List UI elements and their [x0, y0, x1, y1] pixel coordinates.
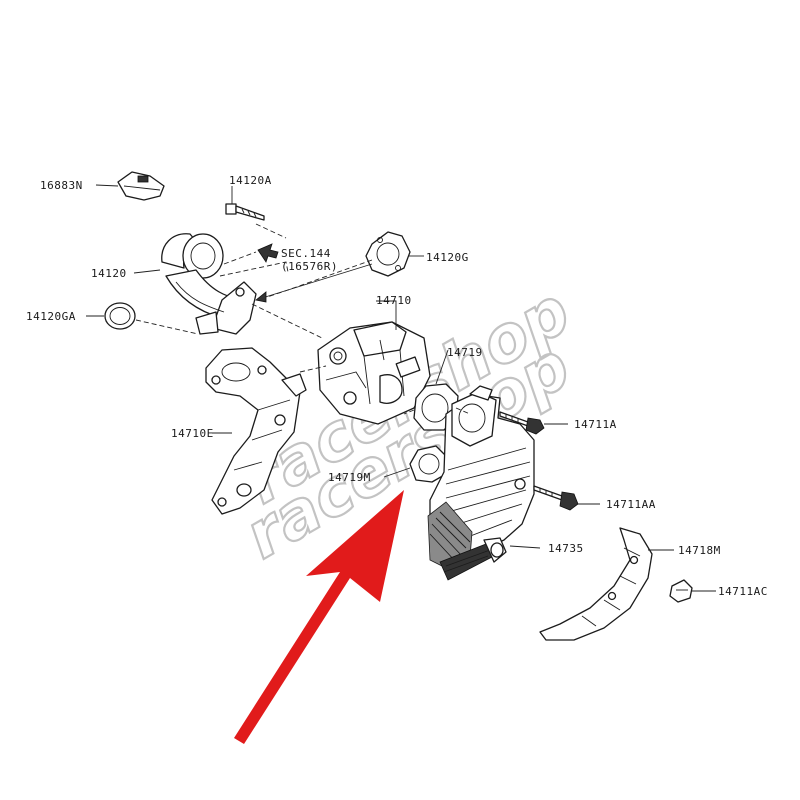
label-14120ga: 14120GA — [26, 310, 76, 323]
bolt-14120a — [225, 203, 265, 221]
clamp-16883n — [117, 171, 165, 201]
label-14710e: 14710E — [171, 427, 214, 440]
label-14120a: 14120A — [229, 174, 272, 187]
gasket-14120g — [365, 231, 411, 277]
clip-14711ac — [669, 579, 693, 603]
bolt-14711a — [499, 411, 545, 435]
bolt-14711aa — [533, 485, 579, 511]
leader-lines — [86, 184, 716, 592]
section-ref-line2: (16576R) — [281, 260, 338, 273]
gasket-14120ga — [104, 302, 136, 330]
section-ref-line1: SEC.144 — [281, 247, 331, 260]
label-14719m: 14719M — [328, 471, 371, 484]
label-14718m: 14718M — [678, 544, 721, 557]
label-14120g: 14120G — [426, 251, 469, 264]
label-14711a: 14711A — [574, 418, 617, 431]
bracket-14710e — [205, 347, 307, 515]
egr-valve-14710 — [317, 321, 431, 425]
label-14711ac: 14711AC — [718, 585, 768, 598]
highlight-arrow — [234, 490, 404, 744]
heat-shield-14718m — [539, 527, 653, 641]
label-14120: 14120 — [91, 267, 127, 280]
egr-cooler-14735 — [427, 385, 535, 581]
tube-14120 — [161, 233, 257, 335]
label-14735: 14735 — [548, 542, 584, 555]
tube-pointer-arrow — [255, 263, 373, 303]
label-14711aa: 14711AA — [606, 498, 656, 511]
label-16883n: 16883N — [40, 179, 83, 192]
part-labels: 16883N 14120A 14120 14120GA 14120G 14710… — [26, 174, 768, 598]
section-ref-arrow — [257, 243, 279, 263]
label-14719: 14719 — [447, 346, 483, 359]
label-14710: 14710 — [376, 294, 412, 307]
